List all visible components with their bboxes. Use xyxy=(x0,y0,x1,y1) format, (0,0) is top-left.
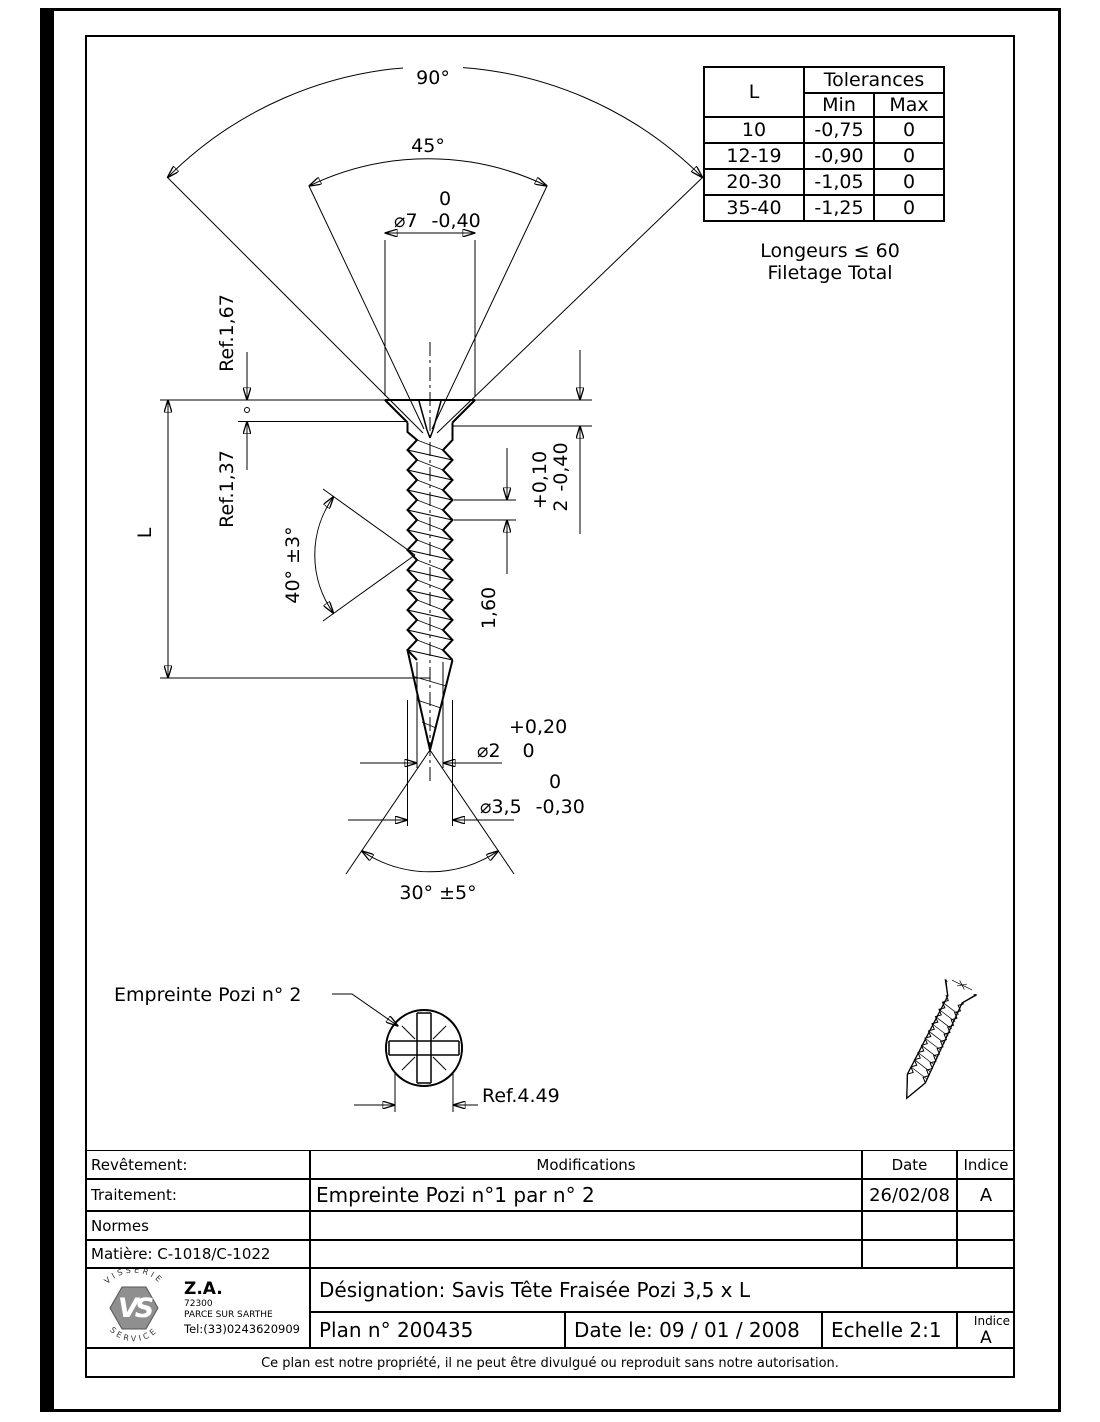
tolerances-table: L Tolerances Min Max 10 -0,75 0 12-19 -0… xyxy=(703,66,945,222)
dia7-upper-tolerance: 0 xyxy=(439,188,451,210)
pozi-ref-label: Ref.4.49 xyxy=(482,1085,560,1107)
indice-cell-value: A xyxy=(980,1328,992,1348)
tolerance-note-line2: Filetage Total xyxy=(767,262,893,284)
logo-initials: VS xyxy=(118,1293,153,1324)
empty-cell xyxy=(862,1211,957,1240)
tol-cell: -0,90 xyxy=(803,142,875,170)
traitement-label: Traitement: xyxy=(85,1179,310,1211)
modification-indice: A xyxy=(957,1179,1015,1211)
company-address: Z.A. 72300 PARCE SUR SARTHE Tel:(33)0243… xyxy=(184,1278,300,1336)
tolerance-note-line1: Longeurs ≤ 60 xyxy=(760,240,900,262)
point-angle-label: 30° ±5° xyxy=(399,882,476,904)
logo-hexagon xyxy=(109,1286,159,1330)
thread-angle-dimension xyxy=(314,488,416,622)
angle-45-label: 45° xyxy=(411,135,445,157)
tol-header-min: Min xyxy=(803,92,875,118)
indice-cell: Indice A xyxy=(957,1312,1015,1348)
indice-cell-label: Indice xyxy=(973,1314,1010,1328)
pitch-label: 1,60 xyxy=(478,587,500,629)
dia7-dimension: ⌀7-0,40 xyxy=(394,210,481,232)
dia35-dimension: ⌀3,5-0,30 xyxy=(480,796,585,818)
length-label: L xyxy=(134,527,156,538)
matiere-label: Matière: C-1018/C-1022 xyxy=(85,1240,310,1268)
plan-number: Plan n° 200435 xyxy=(310,1312,565,1348)
empty-cell xyxy=(957,1240,1015,1268)
tol-cell: 12-19 xyxy=(703,142,805,170)
company-city: PARCE SUR SARTHE xyxy=(184,1309,273,1320)
tol-cell: 0 xyxy=(873,194,945,222)
property-notice: Ce plan est notre propriété, il ne peut … xyxy=(85,1348,1015,1378)
pitch-dimension xyxy=(454,448,516,574)
modification-date: 26/02/08 xyxy=(862,1179,957,1211)
normes-label: Normes xyxy=(85,1211,310,1240)
company-logo: VISSERIE SERVICE VS xyxy=(103,1269,166,1343)
tol-header-title: Tolerances xyxy=(803,66,945,94)
pozi-label: Empreinte Pozi n° 2 xyxy=(114,984,302,1006)
tol-cell: 0 xyxy=(873,116,945,144)
thread-angle-label: 40° ±3° xyxy=(282,526,304,603)
designation: Désignation: Savis Tête Fraisée Pozi 3,5… xyxy=(310,1268,1015,1312)
logo-ring-top: VISSERIE xyxy=(103,1269,166,1286)
ref-167-label: Ref.1,67 xyxy=(216,294,238,372)
company-postal: 72300 xyxy=(184,1299,213,1310)
pozi-front-view xyxy=(332,993,478,1112)
empty-cell xyxy=(310,1211,862,1240)
tol-header-max: Max xyxy=(873,92,945,118)
company-za: Z.A. xyxy=(184,1278,223,1299)
point-angle-dimension xyxy=(345,749,515,875)
company-tel: Tel:(33)0243620909 xyxy=(184,1322,300,1336)
tol-cell: -1,25 xyxy=(803,194,875,222)
tol-cell: -1,05 xyxy=(803,168,875,196)
tol-cell: 0 xyxy=(873,168,945,196)
modifications-header: Modifications xyxy=(310,1150,862,1179)
indice-header: Indice xyxy=(957,1150,1015,1179)
screw-side-view xyxy=(160,342,592,782)
ref-137-label: Ref.1,37 xyxy=(216,450,238,528)
outer-border xyxy=(40,8,1061,1412)
tol-cell: 20-30 xyxy=(703,168,805,196)
date-header: Date xyxy=(862,1150,957,1179)
pozi-recess-section xyxy=(418,400,442,439)
revetement-label: Revêtement: xyxy=(85,1150,310,1179)
tol-cell: 35-40 xyxy=(703,194,805,222)
dim2-dimension: 2-0,40 xyxy=(550,442,572,511)
tol-cell: 10 xyxy=(703,116,805,144)
empty-cell xyxy=(957,1211,1015,1240)
empty-cell xyxy=(862,1240,957,1268)
tol-cell: 0 xyxy=(873,142,945,170)
dim2-upper-tolerance: +0,10 xyxy=(529,451,551,509)
countersink-construction-lines xyxy=(168,60,703,434)
left-dimensions xyxy=(168,352,250,678)
scale: Echelle 2:1 xyxy=(822,1312,957,1348)
modification-entry: Empreinte Pozi n°1 par n° 2 xyxy=(310,1179,862,1211)
angle-90-label: 90° xyxy=(416,67,450,89)
lower-diameter-dimensions xyxy=(348,662,514,826)
dia35-upper-tolerance: 0 xyxy=(549,771,561,793)
technical-drawing: 90° 45° 0 ⌀7-0,40 xyxy=(114,60,978,1112)
small-screw-render xyxy=(906,975,978,1100)
head-diameter-dimension xyxy=(385,233,475,396)
tolerance-note: Longeurs ≤ 60 Filetage Total xyxy=(700,240,960,284)
dia2-upper-tolerance: +0,20 xyxy=(509,716,567,738)
company-logo-cell: VISSERIE SERVICE VS Z.A. 72300 PARCE SUR… xyxy=(85,1268,310,1348)
tol-cell: -0,75 xyxy=(803,116,875,144)
empty-cell xyxy=(310,1240,862,1268)
plan-date: Date le: 09 / 01 / 2008 xyxy=(565,1312,822,1348)
title-block: Revêtement: Modifications Date Indice Tr… xyxy=(85,1150,1015,1378)
tol-header-l: L xyxy=(703,66,805,118)
